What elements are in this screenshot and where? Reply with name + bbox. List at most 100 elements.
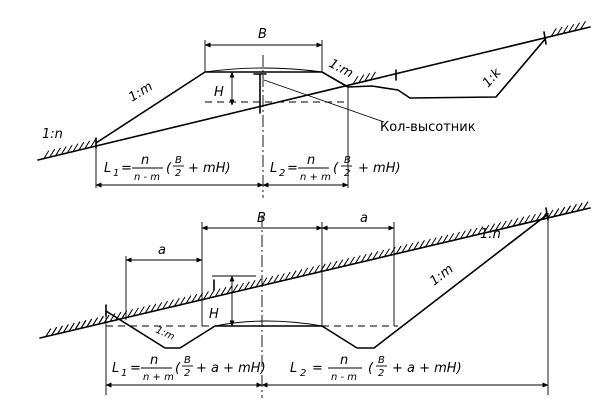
hatch-stroke	[570, 204, 577, 213]
right-berm	[371, 85, 399, 91]
hatch-stroke	[90, 139, 96, 148]
svg-text:=: =	[121, 161, 132, 176]
svg-text:(: (	[333, 161, 339, 176]
svg-text:1: 1	[113, 168, 119, 179]
hatch-stroke	[191, 293, 198, 303]
hatch-stroke	[284, 271, 291, 281]
hatch-stroke	[84, 140, 91, 150]
svg-text:n - m: n - m	[331, 372, 357, 383]
hatch-stroke	[80, 320, 87, 329]
svg-text:L: L	[290, 361, 297, 376]
formula-l1-bottom: L 1 = n n + m ( B 2 + a + mH)	[112, 353, 266, 383]
hatch-stroke	[78, 141, 85, 151]
hatch-stroke	[97, 315, 104, 325]
hatch-stroke	[290, 270, 297, 279]
svg-text:L: L	[112, 361, 119, 376]
hatch-stroke	[43, 150, 50, 159]
hatch-stroke	[349, 256, 355, 266]
hatch-stroke	[273, 274, 280, 284]
hatch-stroke	[562, 25, 569, 34]
svg-text:n: n	[307, 153, 315, 168]
hatch-stroke	[576, 202, 583, 212]
svg-text:2: 2	[344, 168, 350, 179]
hatch-stroke	[372, 251, 379, 260]
label-slope-left-fill: 1:m	[126, 79, 155, 105]
formula-l1-top: L 1 = n n - m ( B 2 + mH)	[104, 153, 231, 183]
svg-text:(: (	[166, 161, 172, 176]
hatch-stroke	[337, 259, 344, 268]
hatch-stroke	[162, 300, 169, 310]
svg-text:2: 2	[378, 368, 384, 379]
hatch-stroke	[325, 262, 332, 271]
svg-text:+ mH): + mH)	[358, 161, 401, 176]
hatch-stroke	[358, 74, 365, 83]
hatch-stroke	[580, 21, 586, 30]
hatch-stroke	[559, 206, 566, 216]
hatch-stroke	[352, 75, 359, 85]
ground-hatching-top	[43, 21, 586, 159]
hatch-stroke	[378, 249, 385, 259]
hatch-stroke	[109, 313, 116, 322]
hatch-stroke	[238, 282, 244, 292]
hatch-stroke	[57, 325, 63, 335]
hatch-stroke	[535, 212, 542, 221]
ground-hatching-bottom	[45, 201, 589, 337]
label-h-top: H	[214, 85, 224, 100]
svg-text:=: =	[287, 161, 298, 176]
hatch-stroke	[168, 299, 174, 308]
hatch-stroke	[115, 311, 122, 321]
hatch-stroke	[156, 302, 163, 311]
hatch-stroke	[354, 255, 361, 264]
hatch-stroke	[150, 303, 157, 313]
hatch-stroke	[132, 307, 139, 317]
hatch-stroke	[500, 220, 507, 230]
embankment-outline	[95, 71, 349, 144]
hatch-stroke	[430, 237, 437, 246]
svg-text:n: n	[150, 353, 158, 368]
hatch-stroke	[389, 246, 396, 256]
svg-text:B: B	[184, 355, 191, 366]
stake-caption: Кол-высотник	[380, 120, 476, 135]
hatch-stroke	[550, 28, 557, 37]
svg-text:=: =	[312, 361, 323, 376]
hatch-stroke	[214, 288, 221, 297]
svg-text:2: 2	[184, 368, 190, 379]
formula-l2-top: L 2 = n n + m ( B 2 + mH)	[270, 153, 401, 183]
label-a-right: a	[360, 211, 368, 226]
hatch-stroke	[185, 295, 192, 304]
cutting-section: B a a H 1:n 1:m 1:m L 1 = n n + m ( B 2 …	[39, 201, 591, 398]
hatch-stroke	[243, 281, 250, 290]
svg-text:2: 2	[175, 168, 181, 179]
hatch-stroke	[220, 286, 227, 296]
hatch-stroke	[547, 209, 554, 219]
svg-text:L: L	[104, 161, 111, 176]
hatch-stroke	[92, 317, 99, 326]
hatch-stroke	[66, 144, 73, 154]
hatch-stroke	[74, 321, 81, 330]
hatch-stroke	[448, 233, 455, 242]
hatch-stroke	[261, 277, 268, 286]
formula-l2-bottom: L 2 = n n - m ( B 2 + a + mH)	[290, 353, 462, 383]
slope-stake-right-bottom	[545, 207, 549, 221]
stake-leader-line	[263, 79, 385, 123]
hatch-stroke	[384, 248, 390, 257]
hatch-stroke	[68, 322, 75, 332]
hatch-stroke	[413, 241, 420, 250]
svg-text:2: 2	[279, 168, 285, 179]
svg-text:1: 1	[121, 368, 127, 379]
hatch-stroke	[319, 263, 326, 273]
hatch-stroke	[144, 304, 151, 314]
hatch-stroke	[454, 231, 461, 241]
svg-text:2: 2	[300, 368, 306, 379]
label-slope-k: 1:k	[480, 65, 505, 90]
hatch-stroke	[471, 227, 478, 237]
hatch-stroke	[582, 201, 589, 210]
svg-text:B: B	[344, 155, 351, 166]
label-ground-slope-bottom: 1:n	[480, 227, 501, 242]
svg-text:B: B	[378, 355, 385, 366]
hatch-stroke	[419, 240, 425, 249]
hatch-stroke	[278, 273, 285, 282]
hatch-stroke	[395, 245, 402, 255]
label-b-bottom: B	[257, 211, 266, 226]
